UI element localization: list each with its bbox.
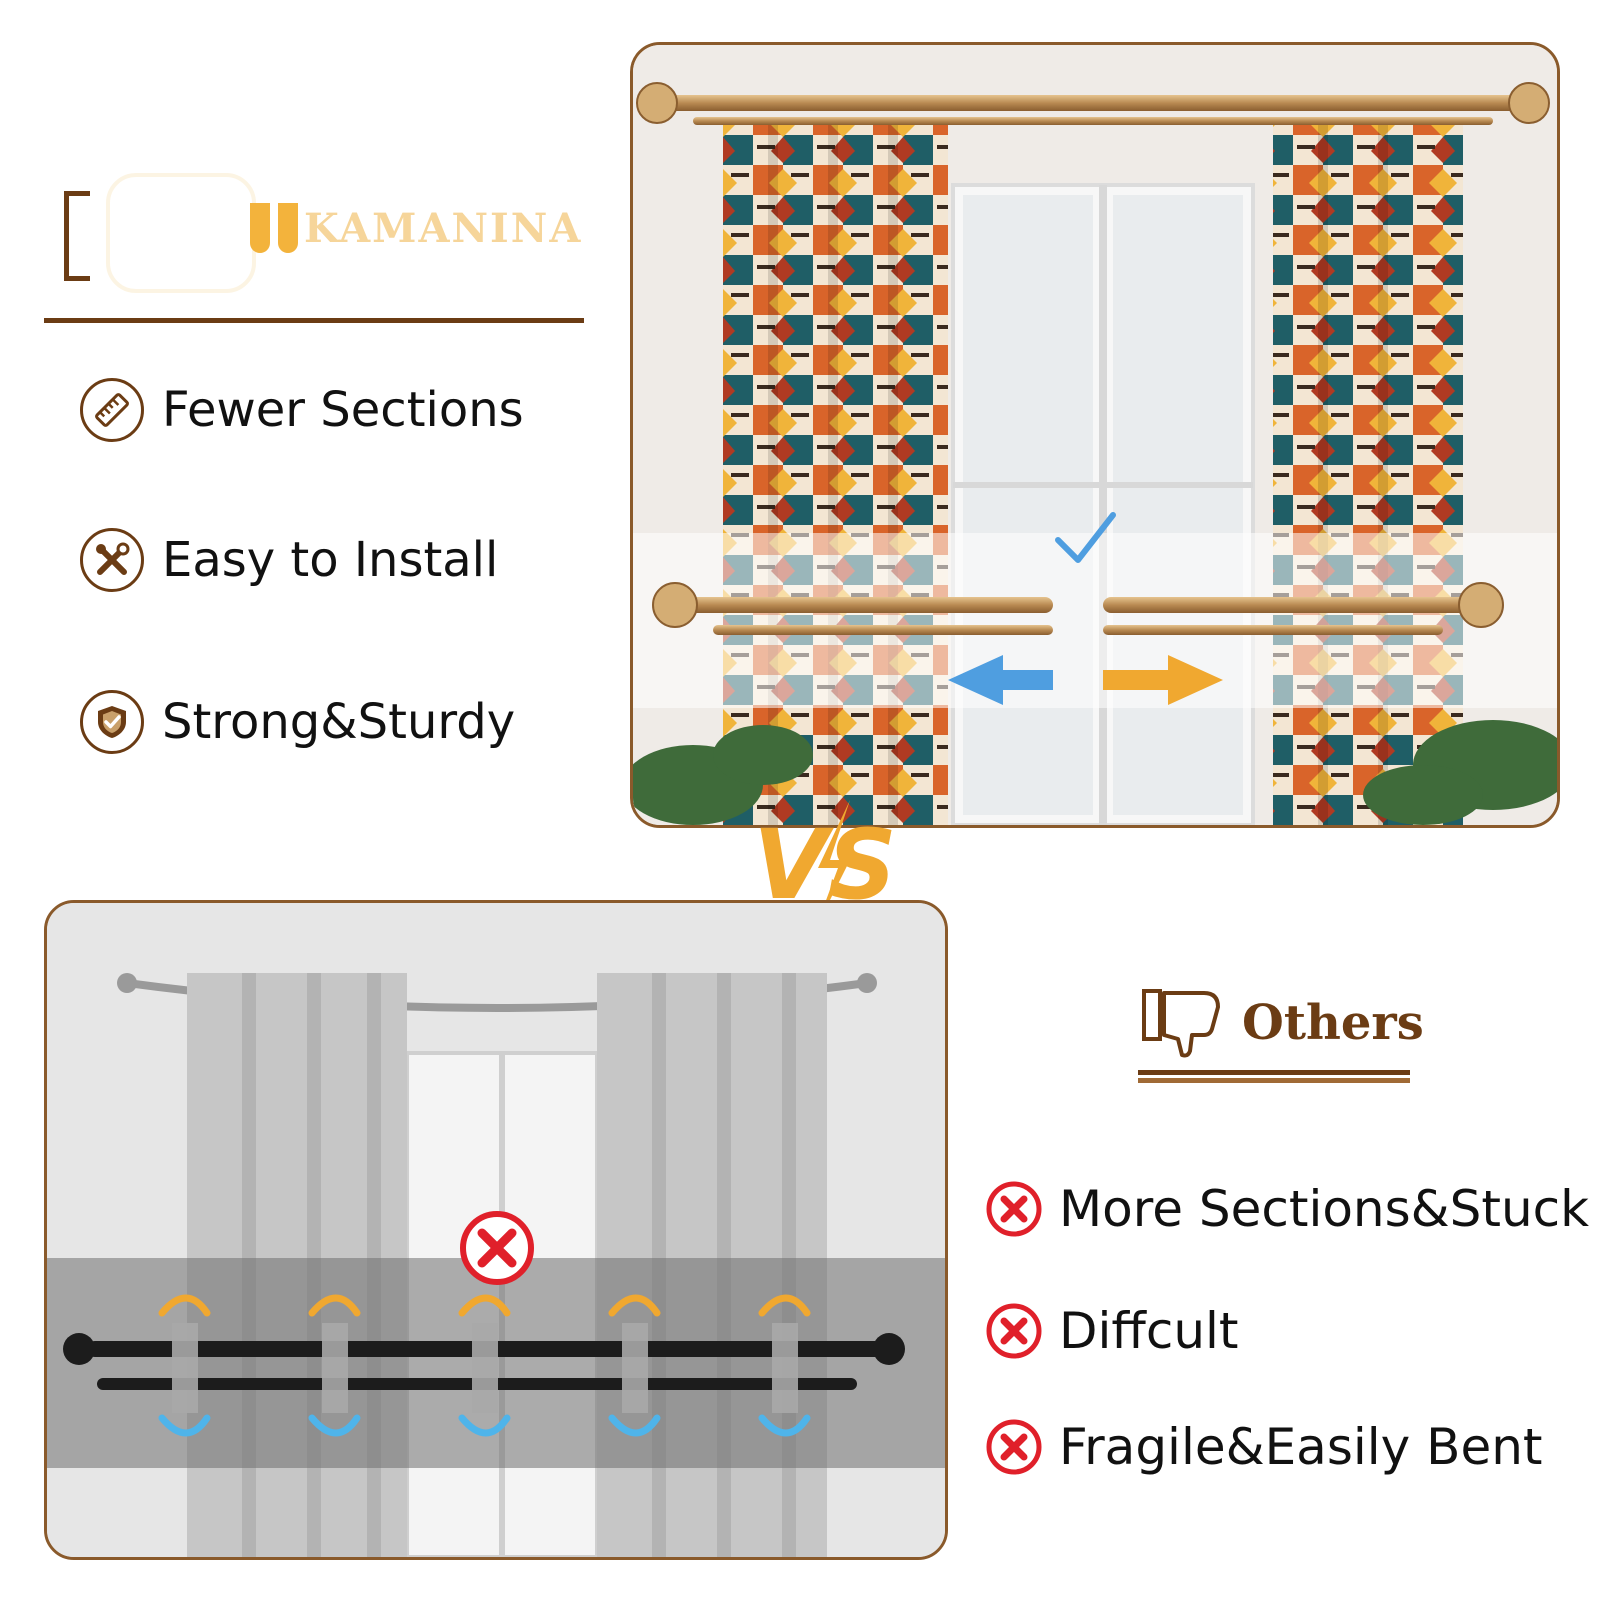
shield-check-icon	[80, 690, 144, 754]
x-circle-icon	[986, 1181, 1042, 1237]
thumbs-down-icon	[1142, 989, 1220, 1058]
competitor-photo	[44, 900, 948, 1560]
drawback-label: More Sections&Stuck	[1059, 1180, 1590, 1238]
others-divider	[1138, 1070, 1410, 1075]
curtain-logo-icon	[250, 203, 298, 253]
brand-wordmark: KAMANINA	[250, 203, 582, 253]
header-divider	[44, 318, 584, 323]
drawback-item: Fragile&Easily Bent	[985, 1418, 1543, 1476]
drawback-label: Diffcult	[1059, 1302, 1239, 1360]
others-label: Others	[1242, 995, 1424, 1051]
drawback-item: More Sections&Stuck	[985, 1180, 1589, 1238]
brand-name: KAMANINA	[304, 204, 583, 252]
drawback-label: Fragile&Easily Bent	[1059, 1418, 1543, 1476]
product-photo	[630, 42, 1560, 828]
ruler-icon	[80, 378, 144, 442]
feature-item: Easy to Install	[80, 528, 498, 592]
x-circle-icon	[986, 1303, 1042, 1359]
others-header: Others	[1140, 985, 1424, 1061]
feature-label: Fewer Sections	[162, 382, 524, 438]
thumbs-up-icon	[106, 173, 256, 293]
brand-logo: KAMANINA	[60, 155, 600, 295]
bracket-decoration	[64, 191, 90, 281]
x-circle-icon	[986, 1419, 1042, 1475]
tools-icon	[80, 528, 144, 592]
others-divider-accent	[1138, 1078, 1410, 1083]
feature-item: Fewer Sections	[80, 378, 524, 442]
drawback-item: Diffcult	[985, 1302, 1239, 1360]
feature-item: Strong&Sturdy	[80, 690, 515, 754]
feature-label: Easy to Install	[162, 532, 499, 588]
feature-label: Strong&Sturdy	[162, 694, 516, 750]
